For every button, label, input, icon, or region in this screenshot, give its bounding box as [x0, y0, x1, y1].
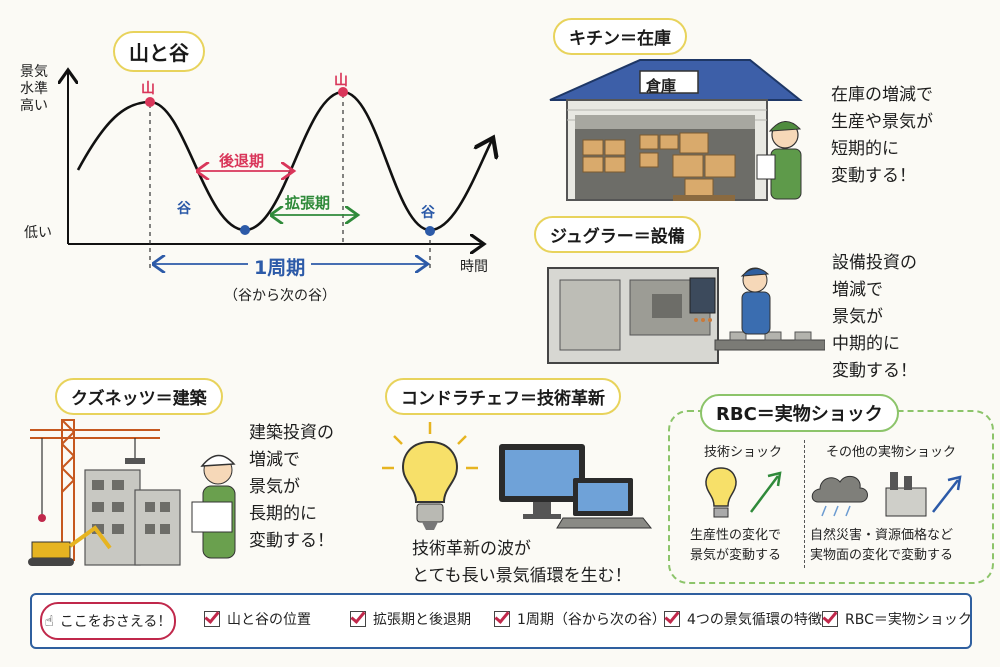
period-label: 1周期 — [248, 253, 312, 280]
juglar-title: ジュグラー＝設備 — [534, 216, 701, 253]
kitchin-description: 在庫の増減で生産や景気が 短期的に変動する！ — [831, 85, 933, 186]
checklist-panel: ☝ ここをおさえる！ 山と谷の位置 拡張期と後退期 1周期（谷から次の谷） 4つ… — [30, 593, 972, 649]
check-item-rbc: RBC＝実物ショック — [822, 609, 972, 629]
checkbox-icon — [664, 611, 680, 627]
trough-dot-2 — [425, 226, 435, 236]
rbc-right-text: 自然災害・資源価格など実物面の変化で変動する — [810, 528, 954, 563]
check-item-phases: 拡張期と後退期 — [350, 609, 471, 629]
check-item-peak-trough: 山と谷の位置 — [204, 609, 311, 629]
checkbox-icon — [350, 611, 366, 627]
period-note: （谷から次の谷） — [224, 288, 336, 304]
trough-label-1: 谷 — [177, 201, 191, 217]
pointing-hand-icon: ☝ — [44, 612, 54, 630]
x-axis-label: 時間 — [460, 259, 488, 275]
trough-dot-1 — [240, 225, 250, 235]
warehouse-illustration — [549, 59, 803, 201]
warehouse-sign: 倉庫 — [646, 77, 677, 95]
rbc-divider — [804, 440, 805, 568]
expansion-label: 拡張期 — [285, 194, 331, 212]
checkbox-icon — [822, 611, 838, 627]
peak-label-2: 山 — [334, 73, 348, 89]
real-shock-icon — [811, 472, 962, 517]
recession-label: 後退期 — [219, 152, 265, 170]
cycle-title: 山と谷 — [113, 31, 205, 72]
rbc-left-text: 生産性の変化で景気が変動する — [690, 528, 782, 563]
kuznets-description: 建築投資の増減で 景気が長期的に 変動する！ — [249, 423, 334, 551]
peak-dot-2 — [338, 87, 348, 97]
factory-machine-illustration — [547, 267, 825, 364]
trough-label-2: 谷 — [421, 205, 435, 221]
peak-label-1: 山 — [141, 81, 155, 97]
checklist-label: ☝ ここをおさえる！ — [40, 602, 176, 640]
tech-shock-icon — [705, 467, 782, 518]
rbc-right-heading: その他の実物ショック — [826, 445, 957, 460]
business-cycle-chart — [0, 0, 520, 310]
peak-dot-1 — [145, 97, 155, 107]
kondratiev-title: コンドラチェフ＝技術革新 — [385, 378, 621, 415]
rbc-left-heading: 技術ショック — [704, 445, 783, 460]
construction-illustration — [28, 419, 236, 566]
y-axis-label: 景気水準高い — [20, 64, 48, 114]
checkbox-icon — [204, 611, 220, 627]
kondratiev-description: 技術革新の波がとても長い景気循環を生む！ — [412, 539, 632, 586]
rbc-title: RBC＝実物ショック — [700, 394, 899, 432]
kuznets-title: クズネッツ＝建築 — [55, 378, 223, 415]
kitchin-title: キチン＝在庫 — [553, 18, 687, 55]
check-item-period: 1周期（谷から次の谷） — [494, 609, 666, 629]
lightbulb-icon — [382, 422, 478, 530]
y-axis-low-label: 低い — [24, 225, 52, 241]
juglar-description: 設備投資の増減で 景気が中期的に 変動する！ — [832, 253, 917, 381]
checkbox-icon — [494, 611, 510, 627]
computer-icon — [499, 444, 653, 529]
check-item-four-cycles: 4つの景気循環の特徴 — [664, 609, 822, 629]
